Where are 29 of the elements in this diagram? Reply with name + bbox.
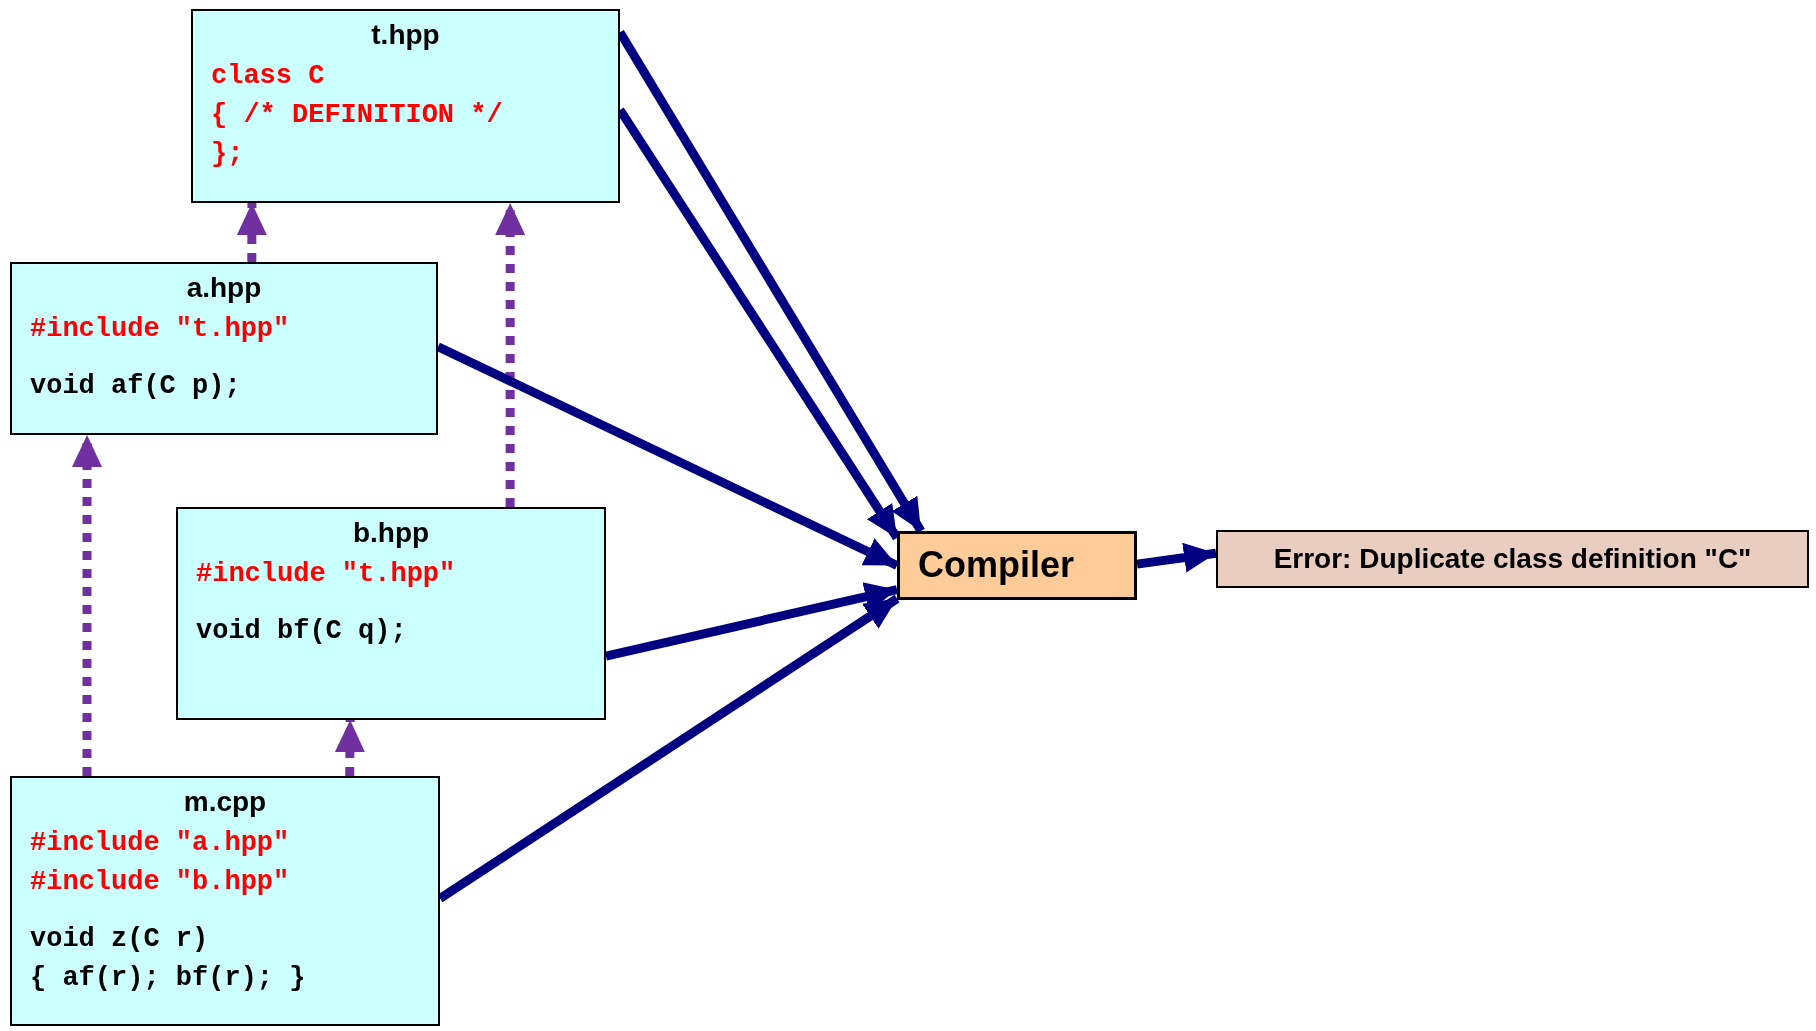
code-line: void z(C r)	[30, 923, 210, 956]
code-line: { af(r); bf(r); }	[30, 962, 307, 995]
dashed-arrow	[236, 203, 267, 262]
file-box	[10, 262, 438, 435]
file-name: t.hpp	[370, 19, 441, 51]
file-box	[176, 507, 606, 720]
dashed-arrow	[72, 435, 103, 776]
file-box	[191, 9, 620, 203]
arrow	[1136, 542, 1217, 573]
code-line: };	[211, 138, 245, 171]
code-line: #include "t.hpp"	[30, 313, 291, 346]
code-line: class C	[211, 60, 326, 93]
code-line: { /* DEFINITION */	[211, 99, 504, 132]
file-name: a.hpp	[185, 272, 263, 304]
file-name: b.hpp	[351, 517, 431, 549]
error-box	[1216, 530, 1809, 588]
code-line: #include "a.hpp"	[30, 827, 291, 860]
dashed-arrow	[334, 719, 365, 777]
file-name: m.cpp	[182, 786, 268, 818]
error-message: Error: Duplicate class definition "C"	[1273, 543, 1752, 575]
code-line: #include "t.hpp"	[196, 558, 457, 591]
code-line: void af(C p);	[30, 370, 242, 403]
arrow	[605, 582, 898, 661]
compiler-label: Compiler	[918, 544, 1075, 586]
code-line: void bf(C q);	[196, 615, 408, 648]
file-box	[10, 776, 440, 1026]
dashed-arrow	[495, 203, 526, 507]
code-line: #include "b.hpp"	[30, 866, 291, 899]
compiler-box	[897, 531, 1137, 600]
